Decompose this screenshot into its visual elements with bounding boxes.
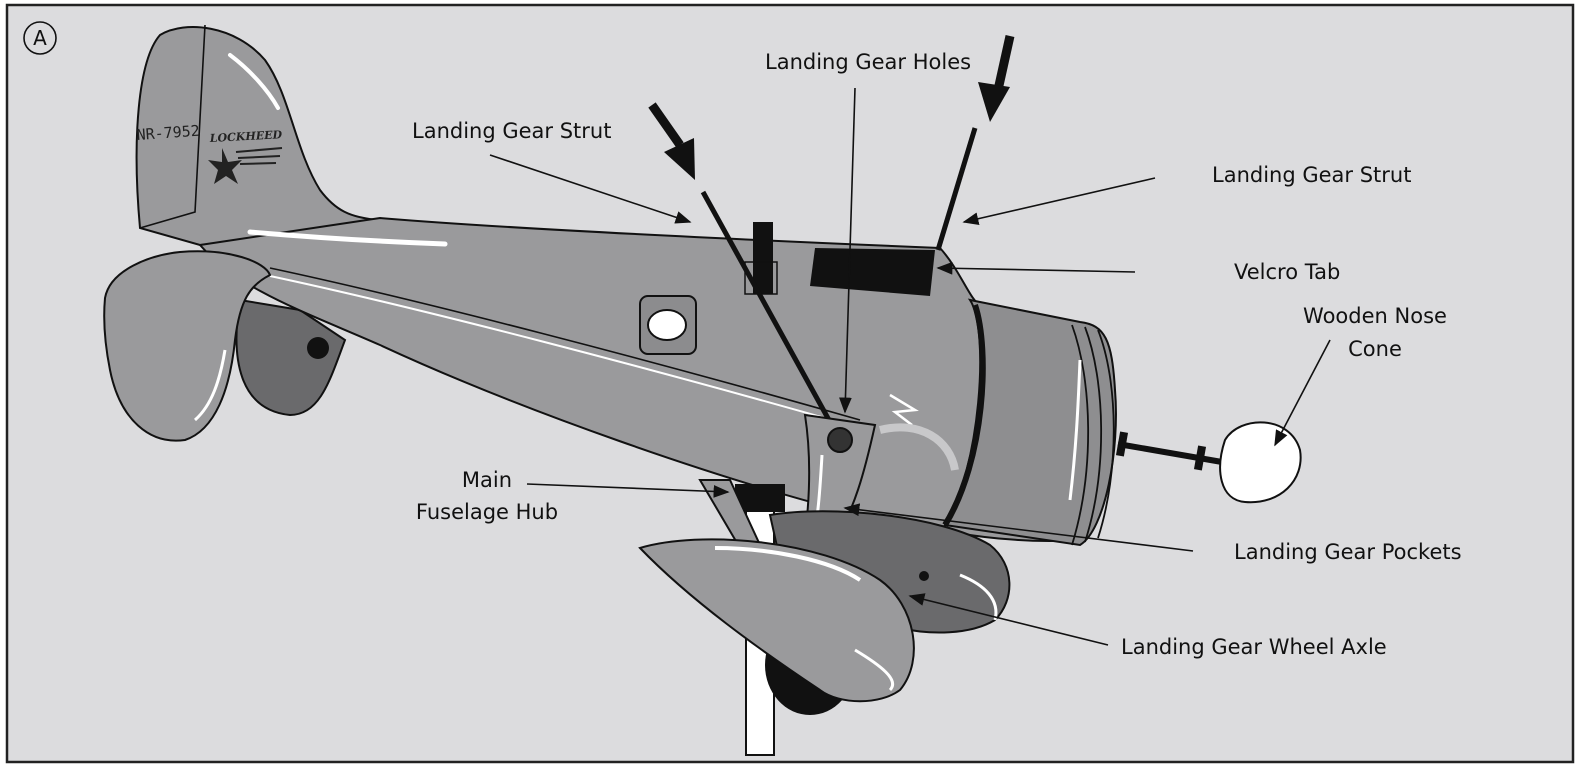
label-landing-gear-pockets: Landing Gear Pockets — [1234, 540, 1462, 564]
label-landing-gear-strut-right: Landing Gear Strut — [1212, 163, 1411, 187]
label-landing-gear-wheel-axle: Landing Gear Wheel Axle — [1121, 635, 1387, 659]
gear-pivot-bolt — [827, 427, 853, 453]
wheel-axle-hole — [919, 571, 929, 581]
landing-gear-strut-right — [935, 127, 978, 251]
cockpit-window — [639, 295, 697, 355]
landing-gear-hole-left — [753, 222, 773, 294]
tail-registration: NR-7952 — [136, 122, 200, 144]
label-wooden-nose-cone-line1: Wooden Nose — [1303, 304, 1447, 328]
lockheed-logo: LOCKHEED — [208, 128, 283, 184]
engine-cowling — [879, 298, 1117, 547]
landing-gear-strut-left — [700, 190, 843, 442]
tail-fin: NR-7952 LOCKHEED — [135, 24, 381, 247]
tail-brand: LOCKHEED — [208, 128, 282, 145]
insertion-arrow-right — [978, 35, 1015, 122]
rear-stabilizer — [103, 250, 272, 442]
insertion-arrow-left — [648, 102, 695, 180]
badge-letter: A — [33, 26, 47, 50]
figure-badge: A — [23, 21, 57, 55]
label-landing-gear-holes: Landing Gear Holes — [765, 50, 971, 74]
velcro-tab — [810, 248, 935, 296]
rear-stabilizer-underside — [235, 298, 347, 417]
callout-lines — [489, 87, 1331, 646]
label-main-fuselage-hub-line2: Fuselage Hub — [416, 500, 558, 524]
tail-skid-bolt — [307, 337, 329, 359]
label-velcro-tab: Velcro Tab — [1234, 260, 1340, 284]
label-wooden-nose-cone-line2: Cone — [1348, 337, 1402, 361]
label-landing-gear-strut-left: Landing Gear Strut — [412, 119, 611, 143]
wheel-pant-front — [638, 538, 915, 703]
label-main-fuselage-hub-line1: Main — [462, 468, 512, 492]
